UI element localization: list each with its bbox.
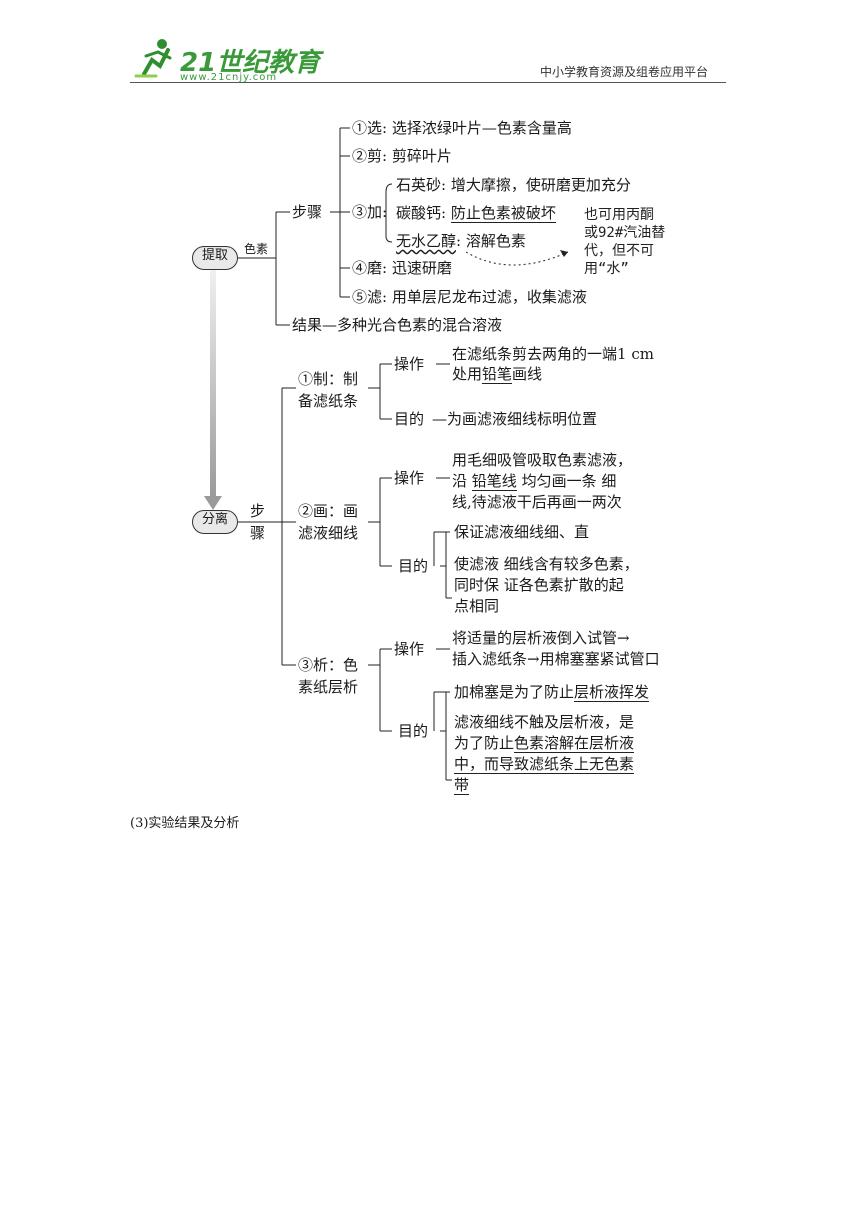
section-title: (3)实验结果及分析 <box>130 816 240 831</box>
platform-name: 中小学教育资源及组卷应用平台 <box>540 65 709 79</box>
step-add: ③加: <box>352 203 388 221</box>
step-draw-line: ②画：画 滤液细线 <box>298 502 359 542</box>
analyze-purpose-2: 滤液细线不触及层析液，是 为了防止色素溶解在层析液 中，而导致滤纸条上无色素 带 <box>454 713 635 795</box>
logo-text: 21世纪教育 <box>180 48 321 78</box>
draw-purpose-2: 使滤液 细线含有较多色素， 同时保 证各色素扩散的起 点相同 <box>454 555 639 615</box>
make-purpose-text: —为画滤液细线标明位置 <box>432 410 598 428</box>
step-filter: ⑤滤: 用单层尼龙布过滤，收集滤液 <box>352 288 587 306</box>
add-quartz-sand: 石英砂: 增大摩擦，使研磨更加充分 <box>396 176 631 194</box>
draw-purpose-1: 保证滤液细线细、直 <box>454 523 590 541</box>
runner-logo-icon <box>134 39 172 78</box>
draw-operation-label: 操作 <box>394 469 425 487</box>
logo-url: www.21cnjy.com <box>180 72 278 83</box>
analyze-operation-text: 将适量的层析液倒入试管→ 插入滤纸条→用棉塞塞紧试管口 <box>452 629 660 668</box>
extract-node: 提取 <box>192 246 238 270</box>
add-calcium-carbonate: 碳酸钙: 防止色素被破坏 <box>396 204 556 223</box>
pigment-label: 色素 <box>244 242 269 256</box>
extract-result: 结果—多种光合色素的混合溶液 <box>292 316 503 334</box>
analyze-operation-label: 操作 <box>394 640 425 658</box>
make-operation-text: 在滤纸条剪去两角的一端1 cm 处用铅笔画线 <box>452 345 654 384</box>
make-operation-label: 操作 <box>394 355 425 373</box>
make-purpose-label: 目的 <box>394 410 425 428</box>
step-make-strip: ①制：制 备滤纸条 <box>298 370 359 410</box>
draw-operation-text: 用毛细吸管吸取色素滤液， 沿 铅笔线 均匀画一条 细 线,待滤液干后再画一两次 <box>452 451 633 511</box>
separate-node: 分离 <box>192 510 238 534</box>
step-chromatography: ③析：色 素纸层析 <box>298 656 359 696</box>
header-divider <box>130 82 726 83</box>
analyze-purpose-1: 加棉塞是为了防止层析液挥发 <box>454 683 650 702</box>
draw-purpose-label: 目的 <box>398 557 429 575</box>
step-grind: ④磨: 迅速研磨 <box>352 259 452 277</box>
separate-steps-label: 步 骤 <box>250 502 266 542</box>
add-ethanol: 无水乙醇: 溶解色素 <box>396 232 526 250</box>
step-cut: ②剪: 剪碎叶片 <box>352 147 452 165</box>
handwritten-note: 也可用丙酮 或92#汽油替 代，但不可 用“水” <box>584 207 666 277</box>
step-select: ①选: 选择浓绿叶片—色素含量高 <box>352 119 572 137</box>
analyze-purpose-label: 目的 <box>398 722 429 740</box>
extract-steps-label: 步骤 <box>292 203 323 221</box>
mindmap-lines <box>204 127 569 781</box>
